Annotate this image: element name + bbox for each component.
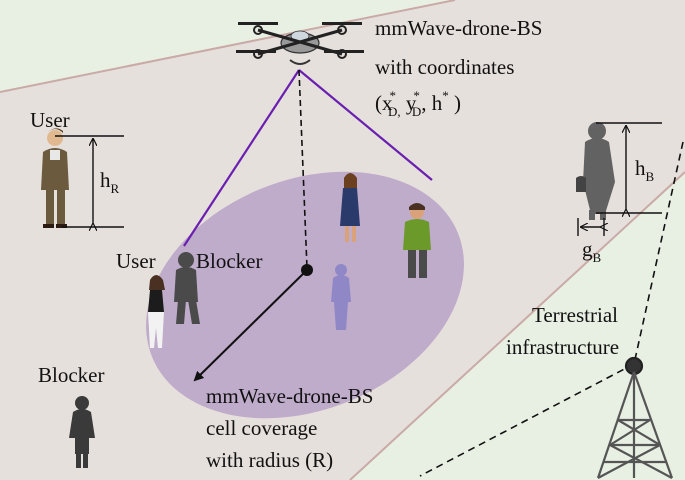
road-edge-bottom	[349, 171, 685, 480]
blocker-left-silhouette	[69, 396, 95, 468]
beam-line-left	[183, 69, 300, 247]
user-left-label: User	[30, 108, 70, 132]
drone-label-line1: mmWave-drone-BS	[375, 16, 542, 40]
cell-user-label: User	[116, 249, 156, 273]
user-woman-figure	[148, 275, 165, 348]
drone-icon	[236, 22, 364, 65]
blocker-right-gap-label: gB	[582, 237, 602, 265]
user-left-height-label: hR	[100, 168, 120, 196]
blocker-right-height-label: hB	[635, 156, 655, 184]
road-edge-top	[0, 0, 456, 93]
drone-label-line2: with coordinates	[375, 55, 514, 79]
radius-arrow	[193, 269, 308, 382]
man-green-shirt-figure	[403, 203, 431, 278]
blocker-left-label: Blocker	[38, 363, 104, 387]
coverage-label-line2: cell coverage	[206, 416, 317, 440]
terrestrial-label-line1: Terrestrial	[532, 303, 618, 327]
tower-icon	[596, 356, 674, 479]
faded-person-figure	[331, 264, 351, 330]
blocker-man-silhouette	[174, 252, 200, 324]
beam-line-right	[298, 69, 433, 181]
terrestrial-link-upper	[633, 141, 684, 365]
cell-blocker-label: Blocker	[196, 249, 262, 273]
terrestrial-link-lower	[419, 363, 635, 477]
coverage-cell	[146, 171, 464, 419]
terrestrial-label-line2: infrastructure	[506, 335, 619, 359]
blocker-woman-silhouette	[576, 122, 615, 220]
coverage-label-line3: with radius (R)	[206, 448, 333, 472]
coverage-label-line1: mmWave-drone-BS	[206, 384, 373, 408]
drone-coordinates: (x*D, y*D, h* )	[375, 88, 461, 119]
user-man-figure	[41, 128, 69, 228]
beam-center-dashed	[298, 69, 308, 269]
woman-on-phone-figure	[340, 173, 360, 242]
